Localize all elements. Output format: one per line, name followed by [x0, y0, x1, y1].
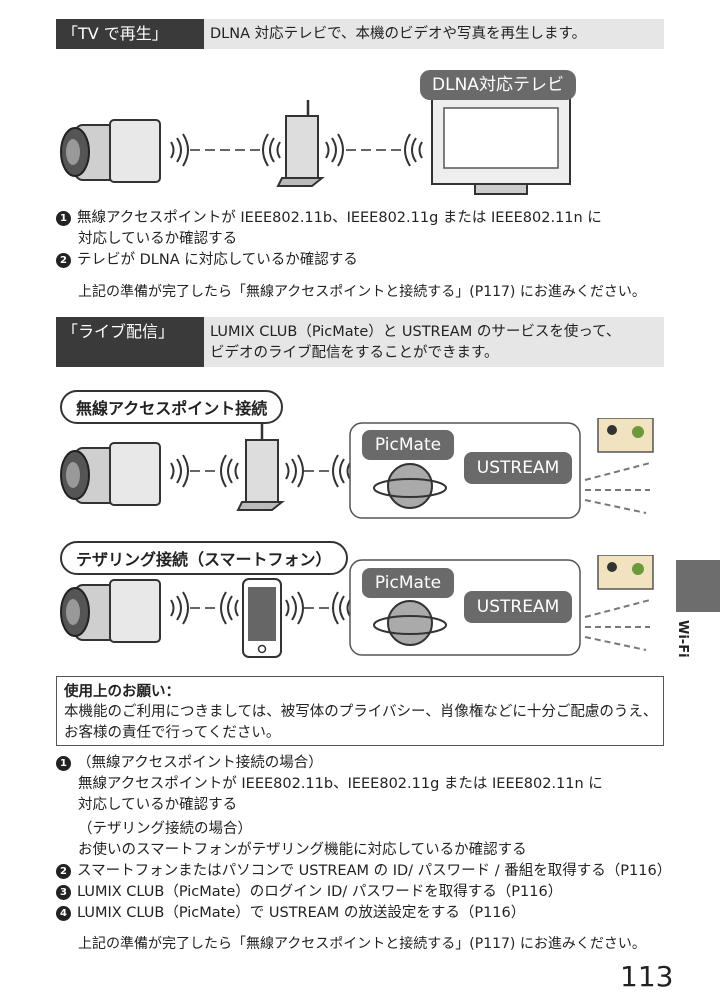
tv-step-1-text: 無線アクセスポイントが IEEE802.11b、IEEE802.11g または …	[77, 210, 602, 226]
live-step-3: 3 LUMIX CLUB（PicMate）のログイン ID/ パスワードを取得する…	[56, 881, 562, 903]
section-desc-tv: DLNA 対応テレビで、本機のビデオや写真を再生します。	[204, 19, 664, 49]
router-illustration	[276, 100, 325, 187]
wireless-ap-pill: 無線アクセスポイント接続	[60, 390, 284, 424]
dlna-diagram	[60, 97, 571, 195]
wifi-link-1	[170, 591, 239, 625]
side-tab-wifi: Wi-Fi	[675, 620, 690, 658]
wifi-link-1	[170, 454, 239, 488]
live-step-2: 2 スマートフォンまたはパソコンで USTREAM の ID/ パスワード / 番…	[56, 860, 671, 882]
wifi-link-2	[325, 133, 423, 167]
ustream-tag-2: USTREAM	[464, 591, 572, 623]
live-step-1-line1: 無線アクセスポイントが IEEE802.11b、IEEE802.11g または …	[78, 776, 603, 792]
live-desc-line2: ビデオのライブ配信をすることができます。	[210, 345, 499, 361]
live-step-1: 1 （無線アクセスポイント接続の場合）	[56, 752, 323, 774]
camcorder-illustration	[60, 119, 161, 183]
camcorder-illustration	[60, 442, 161, 506]
live-step-1-line2: 対応しているか確認する	[78, 797, 238, 813]
tv-step-1: 1 無線アクセスポイントが IEEE802.11b、IEEE802.11g または…	[56, 207, 602, 229]
live-step-4: 4 LUMIX CLUB（PicMate）で USTREAM の放送設定をする（P…	[56, 902, 525, 924]
step-number-4: 4	[56, 906, 71, 921]
live-desc-line1: LUMIX CLUB（PicMate）と USTREAM のサービスを使って、	[210, 324, 621, 340]
tv-proceed-note: 上記の準備が完了したら「無線アクセスポイントと接続する」(P117) にお進みく…	[78, 284, 646, 300]
live-proceed-note: 上記の準備が完了したら「無線アクセスポイントと接続する」(P117) にお進みく…	[78, 936, 646, 952]
step-number-1: 1	[56, 211, 71, 226]
step-number-1: 1	[56, 756, 71, 771]
camcorder-illustration	[60, 579, 161, 643]
tv-step-2-text: テレビが DLNA に対応しているか確認する	[77, 252, 358, 268]
side-tab-block	[676, 560, 720, 612]
broadcast-arrows	[584, 462, 651, 514]
step-number-3: 3	[56, 885, 71, 900]
router-illustration	[236, 424, 285, 511]
tv-step-1-cont: 対応しているか確認する	[78, 231, 238, 247]
picmate-tag-1: PicMate	[362, 430, 454, 460]
step-number-2: 2	[56, 864, 71, 879]
step-number-2: 2	[56, 253, 71, 268]
live-step-1-case1: （無線アクセスポイント接続の場合）	[77, 755, 323, 771]
viewer-illustration	[597, 555, 654, 590]
page-number: 113	[620, 960, 674, 993]
notice-line-1: 本機能のご利用につきましては、被写体のプライバシー、肖像権などに十分ご配慮のうえ…	[64, 704, 658, 720]
wifi-link-2	[285, 591, 351, 625]
section-desc-live: LUMIX CLUB（PicMate）と USTREAM のサービスを使って、 …	[204, 317, 664, 367]
live-step-2-text: スマートフォンまたはパソコンで USTREAM の ID/ パスワード / 番組…	[77, 863, 672, 879]
live-step-1-case2: （テザリング接続の場合）	[78, 821, 252, 837]
live-step-3-text: LUMIX CLUB（PicMate）のログイン ID/ パスワードを取得する（…	[77, 884, 563, 900]
notice-line-2: お客様の責任で行ってください。	[64, 725, 281, 741]
viewer-illustration	[597, 418, 654, 453]
planet-illustration	[373, 600, 447, 646]
wifi-link-2	[285, 454, 351, 488]
usage-notice-box: 使用上のお願い： 本機能のご利用につきましては、被写体のプライバシー、肖像権など…	[56, 676, 664, 746]
section-label-live: 「ライブ配信」	[56, 317, 204, 367]
picmate-tag-2: PicMate	[362, 568, 454, 598]
wifi-link-1	[170, 133, 281, 167]
live-tethering-diagram	[60, 555, 654, 658]
broadcast-arrows	[584, 599, 651, 651]
live-step-4-text: LUMIX CLUB（PicMate）で USTREAM の放送設定をする（P1…	[77, 905, 526, 921]
tv-illustration	[431, 97, 571, 195]
dlna-tv-tag: DLNA対応テレビ	[420, 70, 576, 100]
live-ap-diagram	[60, 418, 654, 519]
live-step-1-line3: お使いのスマートフォンがテザリング機能に対応しているか確認する	[78, 842, 527, 858]
smartphone-illustration	[242, 578, 282, 658]
tv-step-2: 2 テレビが DLNA に対応しているか確認する	[56, 249, 358, 271]
section-label-tv: 「TV で再生」	[56, 19, 204, 49]
notice-title: 使用上のお願い：	[64, 684, 180, 700]
tethering-pill: テザリング接続（スマートフォン）	[60, 541, 348, 575]
planet-illustration	[373, 463, 447, 509]
ustream-tag-1: USTREAM	[464, 452, 572, 484]
